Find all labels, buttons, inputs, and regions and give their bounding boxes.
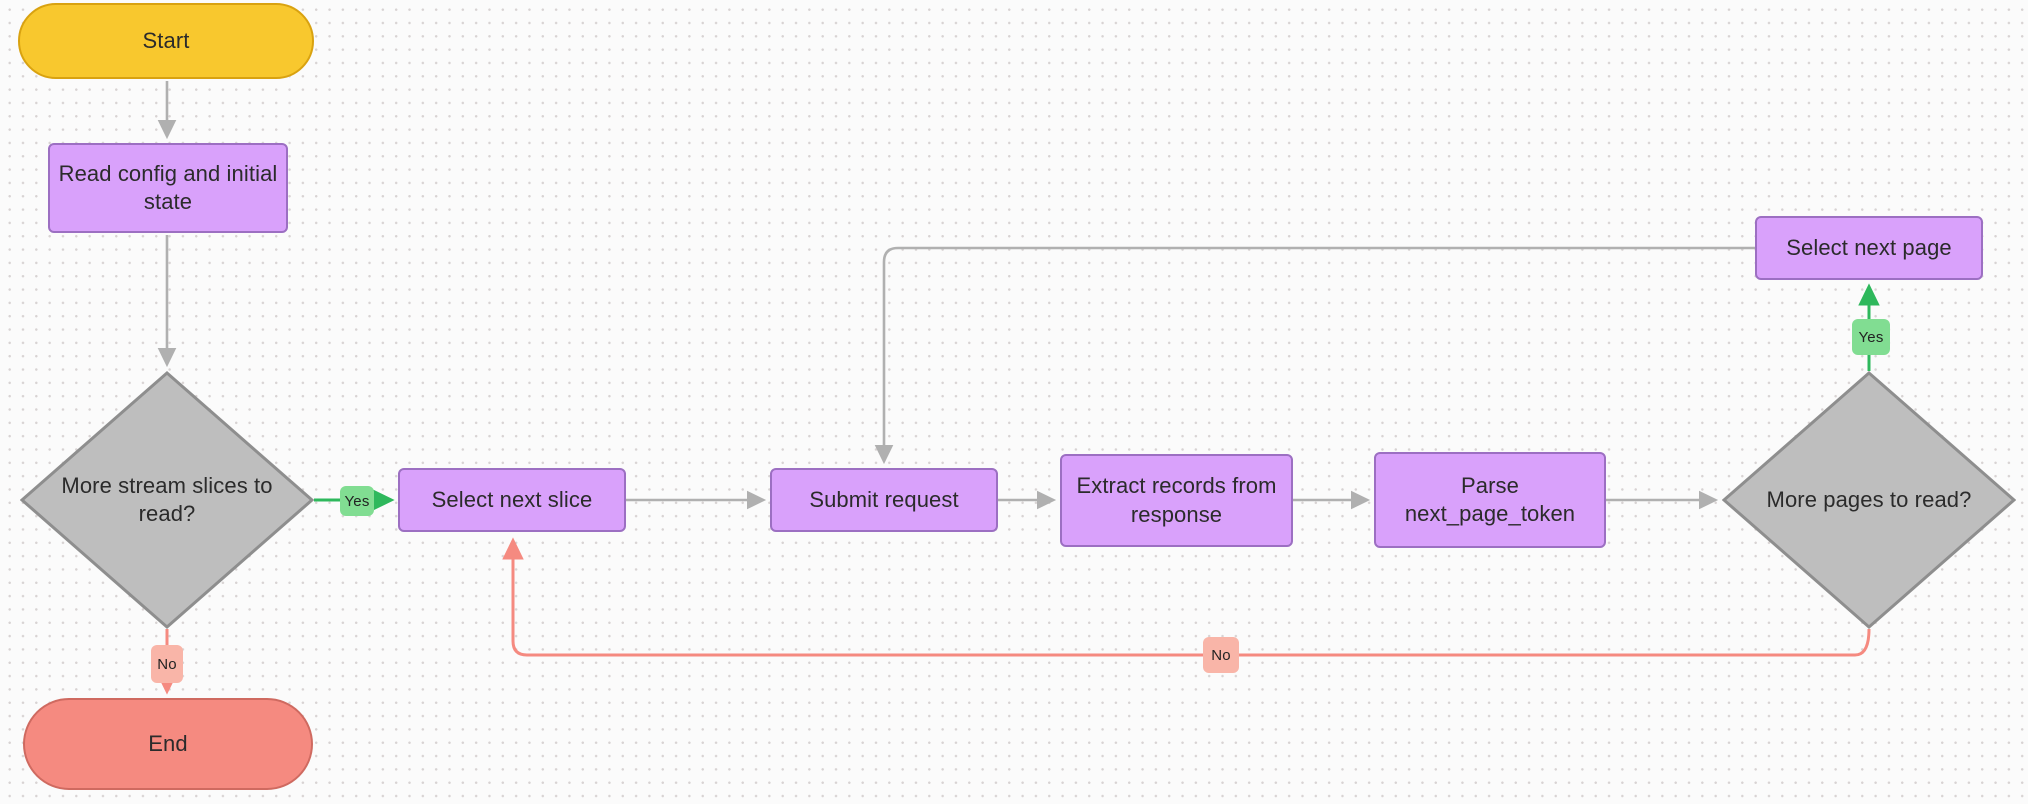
edge-label-yes-more-pages[interactable]: Yes	[1852, 319, 1890, 355]
node-start[interactable]: Start	[18, 3, 314, 79]
node-read-config[interactable]: Read config and initial state	[48, 143, 288, 233]
decision-diamond-shape	[20, 371, 314, 629]
edge-label-text: No	[1211, 646, 1231, 664]
edge-label-yes-stream-slices[interactable]: Yes	[340, 486, 374, 516]
node-end-label: End	[148, 730, 188, 756]
node-more-stream-slices-label: More stream slices to read?	[61, 472, 273, 526]
edge-label-text: Yes	[344, 492, 370, 510]
node-more-stream-slices[interactable]: More stream slices to read?	[20, 371, 314, 629]
edge-select-page-to-submit	[874, 246, 1755, 465]
edge-label-no-stream-slices[interactable]: No	[151, 645, 183, 683]
edge-label-text: No	[157, 655, 177, 673]
edge-label-no-more-pages[interactable]: No	[1203, 637, 1239, 673]
node-more-pages-label: More pages to read?	[1766, 486, 1972, 512]
node-select-next-page[interactable]: Select next page	[1755, 216, 1983, 280]
node-extract-records-label: Extract records from response	[1076, 473, 1277, 527]
node-submit-request[interactable]: Submit request	[770, 468, 998, 532]
node-more-pages[interactable]: More pages to read?	[1722, 371, 2016, 629]
node-extract-records[interactable]: Extract records from response	[1060, 454, 1293, 547]
node-submit-request-label: Submit request	[809, 486, 959, 512]
edge-more-pages-no-to-select-slice	[502, 537, 1871, 657]
edge-label-text: Yes	[1858, 328, 1884, 346]
node-end[interactable]: End	[23, 698, 313, 790]
node-parse-next-page-token[interactable]: Parse next_page_token	[1374, 452, 1606, 548]
node-start-label: Start	[142, 27, 190, 53]
node-select-next-slice[interactable]: Select next slice	[398, 468, 626, 532]
node-select-next-page-label: Select next page	[1786, 234, 1952, 260]
node-read-config-label: Read config and initial state	[58, 160, 278, 214]
node-select-next-slice-label: Select next slice	[431, 486, 593, 512]
node-parse-next-page-token-label: Parse next_page_token	[1404, 472, 1576, 526]
